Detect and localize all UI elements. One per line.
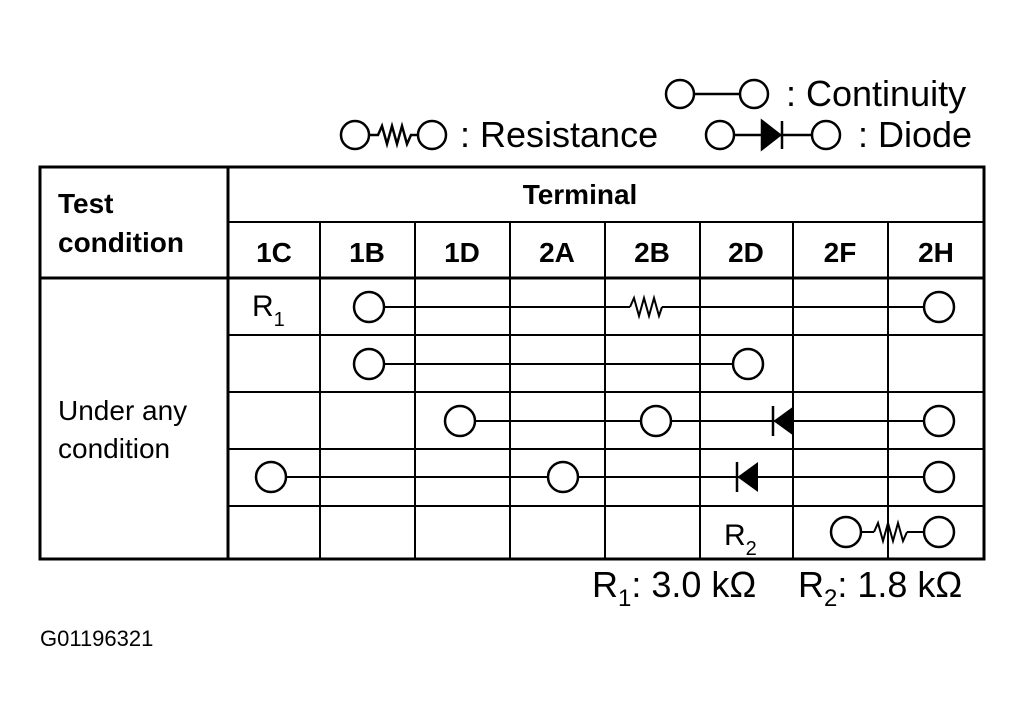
table-grid bbox=[38, 165, 986, 561]
terminal-2B: 2B bbox=[634, 237, 670, 268]
test-condition-header-line2: condition bbox=[58, 227, 184, 258]
continuity-legend-label: : Continuity bbox=[786, 73, 966, 114]
r2-row-label: R2 bbox=[724, 519, 757, 560]
terminal-2A: 2A bbox=[539, 237, 575, 268]
r1-value: R1: 3.0 kΩ bbox=[592, 564, 756, 612]
terminal-labels: 1C 1B 1D 2A 2B 2D 2F 2H bbox=[256, 237, 954, 268]
r1-row-label: R1 bbox=[252, 290, 285, 331]
r2-value: R2: 1.8 kΩ bbox=[798, 564, 962, 612]
row-2-1B-to-2D-continuity bbox=[352, 347, 765, 381]
terminal-2D: 2D bbox=[728, 237, 764, 268]
condition-line2: condition bbox=[58, 433, 170, 464]
legend bbox=[339, 78, 842, 152]
continuity-symbol bbox=[664, 78, 770, 110]
row-1-1B-to-2H-resistance bbox=[352, 290, 956, 324]
figure-code: G01196321 bbox=[40, 626, 153, 651]
terminal-header: Terminal bbox=[523, 179, 638, 210]
diode-legend-label: : Diode bbox=[858, 114, 972, 155]
diode-symbol bbox=[704, 118, 842, 152]
terminal-1B: 1B bbox=[349, 237, 385, 268]
resistance-legend-label: : Resistance bbox=[460, 114, 658, 155]
terminal-1D: 1D bbox=[444, 237, 480, 268]
test-condition-header-line1: Test bbox=[58, 188, 114, 219]
row-5-2F-to-2H-resistance bbox=[829, 515, 956, 549]
terminal-2F: 2F bbox=[824, 237, 857, 268]
condition-line1: Under any bbox=[58, 395, 187, 426]
terminal-1C: 1C bbox=[256, 237, 292, 268]
row-3-1D-2B-2H-diode bbox=[443, 404, 956, 438]
resistance-symbol bbox=[339, 119, 448, 151]
row-4-1C-2A-2H-diode bbox=[254, 460, 956, 494]
terminal-2H: 2H bbox=[918, 237, 954, 268]
